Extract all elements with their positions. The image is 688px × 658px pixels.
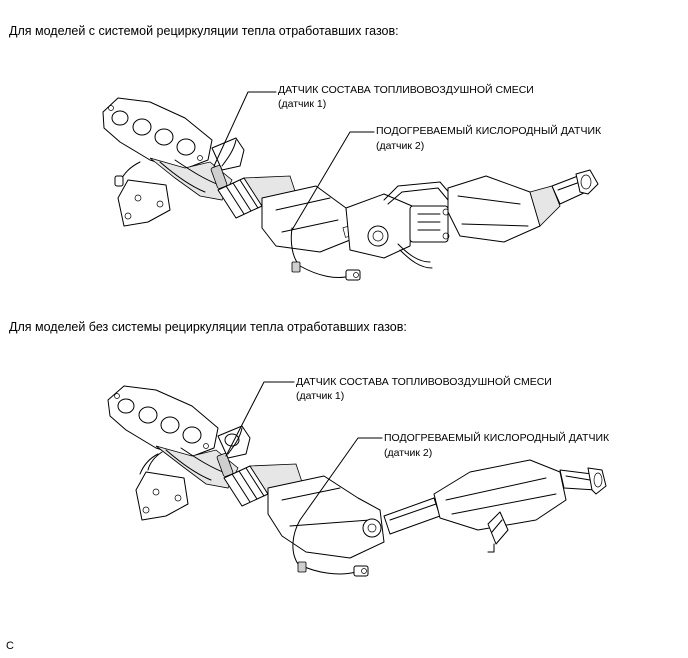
- exhaust-assembly-with-heat-recirculation: [102, 91, 599, 281]
- section-1-heading: Для моделей с системой рециркуляции тепл…: [9, 24, 399, 38]
- section-2-o2-sensor-label: ПОДОГРЕВАЕМЫЙ КИСЛОРОДНЫЙ ДАТЧИК: [384, 432, 610, 444]
- section-2-af-sensor-label: ДАТЧИК СОСТАВА ТОПЛИВОВОЗДУШНОЙ СМЕСИ: [296, 376, 552, 388]
- leader-af-sensor-2: [225, 381, 295, 457]
- af-sensor-2: [216, 427, 243, 477]
- section-2-o2-sensor-sub: (датчик 2): [384, 447, 433, 459]
- section-2-af-sensor-sub: (датчик 1): [296, 390, 345, 402]
- front-catalyst-2: [267, 475, 385, 559]
- o2-sensor-2-harness-1: [290, 227, 361, 281]
- heat-recirculation-unit: [345, 181, 453, 269]
- rear-catalyst-1: [447, 175, 561, 243]
- leader-o2-sensor-1: [291, 131, 375, 231]
- section-2-heading: Для моделей без системы рециркуляции теп…: [9, 320, 407, 334]
- manifold-bracket-1: [117, 179, 171, 227]
- leader-af-sensor-1: [213, 91, 277, 167]
- manifold-bracket-2: [135, 471, 189, 521]
- section-1-o2-sensor-sub: (датчик 2): [376, 140, 425, 152]
- exhaust-assembly-without-heat-recirculation: [107, 381, 607, 577]
- o2-sensor-2-harness-2: [292, 519, 369, 577]
- section-1-af-sensor-label: ДАТЧИК СОСТАВА ТОПЛИВОВОЗДУШНОЙ СМЕСИ: [278, 84, 534, 96]
- tail-pipe-1: [551, 169, 599, 205]
- leader-o2-sensor-2: [299, 437, 383, 521]
- section-1-af-sensor-sub: (датчик 1): [278, 98, 327, 110]
- tail-pipe-2: [559, 467, 607, 495]
- section-1-o2-sensor-label: ПОДОГРЕВАЕМЫЙ КИСЛОРОДНЫЙ ДАТЧИК: [376, 125, 602, 137]
- corner-mark: C: [6, 640, 14, 652]
- center-pipe-2: [383, 497, 441, 535]
- front-catalyst-1: [261, 185, 358, 253]
- main-catalyst-2: [433, 459, 567, 553]
